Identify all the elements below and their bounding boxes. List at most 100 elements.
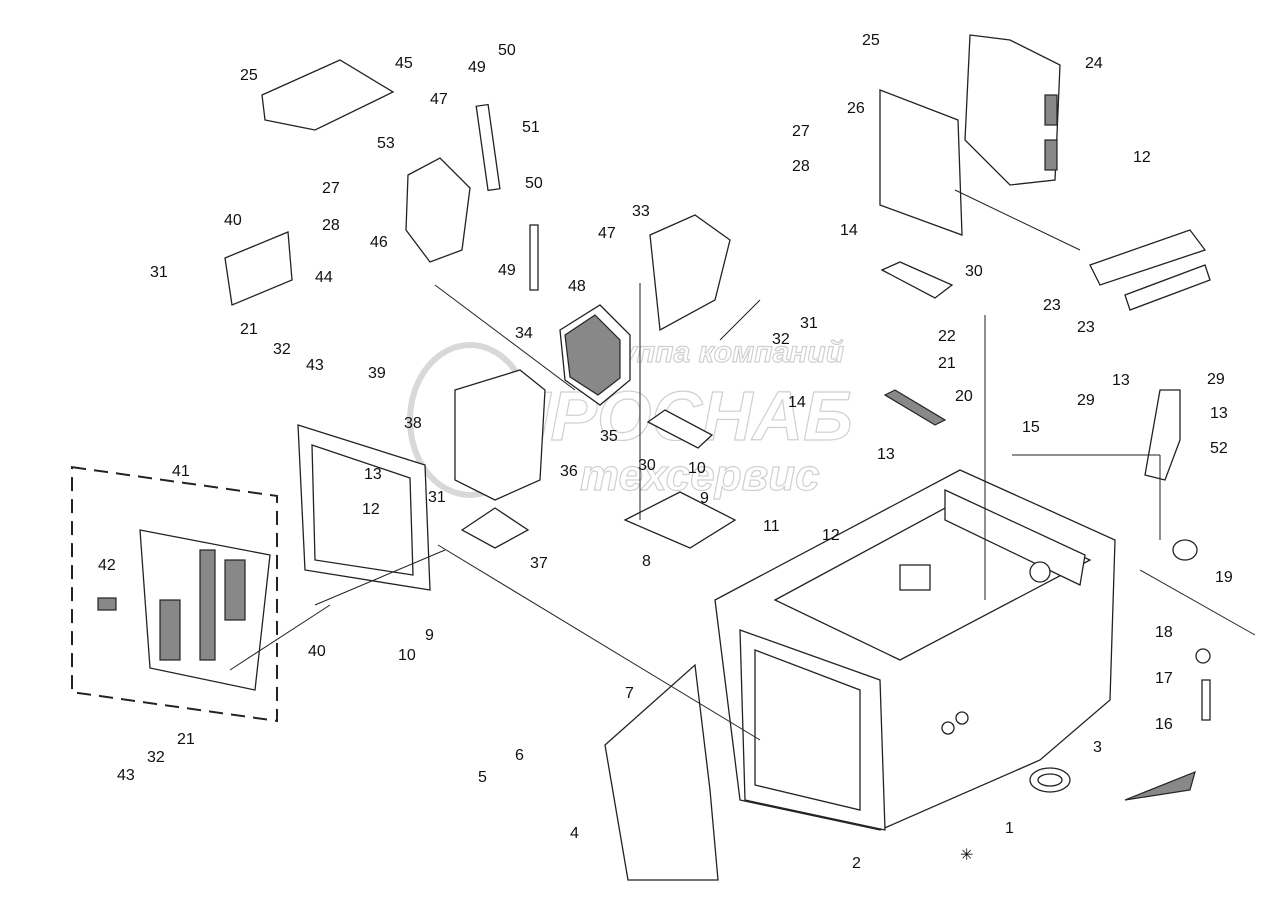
watermark-line3: техсервис [580,451,820,500]
relay-module [224,231,293,306]
pad-plate [460,507,530,549]
electronic-module [405,157,471,263]
callout-13: 13 [364,466,382,483]
callout-16: 16 [1155,716,1173,733]
bracket-plate [879,89,963,236]
callout-21: 21 [240,321,258,338]
callout-14: 14 [840,222,858,239]
bracket-strip [475,103,501,192]
callout-36: 36 [560,463,578,480]
callout-12c: 12 [362,501,380,518]
callout-11: 11 [763,518,780,535]
callout-9b: 9 [425,627,434,644]
asterisk-symbol: ✳ [960,847,973,864]
callout-50: 50 [498,42,516,59]
callout-10: 10 [688,460,706,477]
grommet [1172,539,1198,561]
bracket-strip-2 [529,224,539,291]
callout-42: 42 [98,557,116,574]
rubber-pad [646,409,714,449]
callout-20: 20 [955,388,973,405]
callout-4: 4 [570,825,579,842]
cable-clamp [1195,648,1211,664]
callout-39: 39 [368,365,386,382]
reference-arrow [1124,770,1196,801]
pin-strip [1201,679,1211,721]
callout-30b: 30 [638,457,656,474]
callout-27b: 27 [792,123,810,140]
callout-30: 30 [965,263,983,280]
rubber-pad-2 [880,261,954,299]
callout-45: 45 [395,55,413,72]
callout-33: 33 [632,203,650,220]
callout-labels: 1 2 3 4 5 6 7 8 9 9 10 10 11 12 12 12 13… [98,32,1233,872]
callout-46: 46 [370,234,388,251]
callout-27: 27 [322,180,340,197]
callout-43: 43 [306,357,324,374]
callout-28b: 28 [792,158,810,175]
callout-24: 24 [1085,55,1103,72]
callout-13c: 13 [1112,372,1130,389]
circuit-board [139,529,271,691]
callout-31: 31 [150,264,168,281]
callout-3: 3 [1093,739,1102,756]
callout-14b: 14 [788,394,806,411]
callout-23: 23 [1043,297,1061,314]
callout-50b: 50 [525,175,543,192]
callout-9: 9 [700,490,709,507]
callout-41: 41 [172,463,190,480]
mounting-frame [297,424,431,591]
callout-25b: 25 [862,32,880,49]
callout-40: 40 [224,212,242,229]
callout-21c: 21 [938,355,956,372]
callout-13b: 13 [877,446,895,463]
handle-bracket [1144,389,1181,481]
callout-47: 47 [430,91,448,108]
callout-12b: 12 [822,527,840,544]
callout-43b: 43 [117,767,135,784]
callout-23b: 23 [1077,319,1095,336]
cable-tie [1139,569,1256,636]
seal-ring [1029,767,1071,793]
callout-13d: 13 [1210,405,1228,422]
controller-unit [964,34,1061,186]
callout-6: 6 [515,747,524,764]
callout-34: 34 [515,325,533,342]
callout-31c: 31 [428,489,446,506]
callout-49b: 49 [498,262,516,279]
connector-block [97,597,117,611]
callout-2: 2 [852,855,861,872]
callout-26: 26 [847,100,865,117]
callout-32c: 32 [772,331,790,348]
callout-18: 18 [1155,624,1173,641]
callout-8: 8 [642,553,651,570]
callout-37: 37 [530,555,548,572]
callout-32: 32 [273,341,291,358]
callout-53: 53 [377,135,395,152]
callout-19: 19 [1215,569,1233,586]
callout-28: 28 [322,217,340,234]
callout-7: 7 [625,685,634,702]
callout-17: 17 [1155,670,1173,687]
callout-29b: 29 [1077,392,1095,409]
callout-38: 38 [404,415,422,432]
cover-plate [649,214,731,332]
mounting-plate [623,491,737,549]
callout-1: 1 [1005,820,1014,837]
callout-22: 22 [938,328,956,345]
callout-32b: 32 [147,749,165,766]
heatsink [559,304,631,406]
callout-29: 29 [1207,371,1225,388]
callout-35: 35 [600,428,618,445]
control-unit [261,59,395,131]
callout-49: 49 [468,59,486,76]
callout-25: 25 [240,67,258,84]
callout-5: 5 [478,769,487,786]
callout-15: 15 [1022,419,1040,436]
callout-21b: 21 [177,731,195,748]
terminal-blocks [1089,229,1211,311]
leader-lines [229,189,1161,741]
callout-40b: 40 [308,643,326,660]
callout-12: 12 [1133,149,1151,166]
